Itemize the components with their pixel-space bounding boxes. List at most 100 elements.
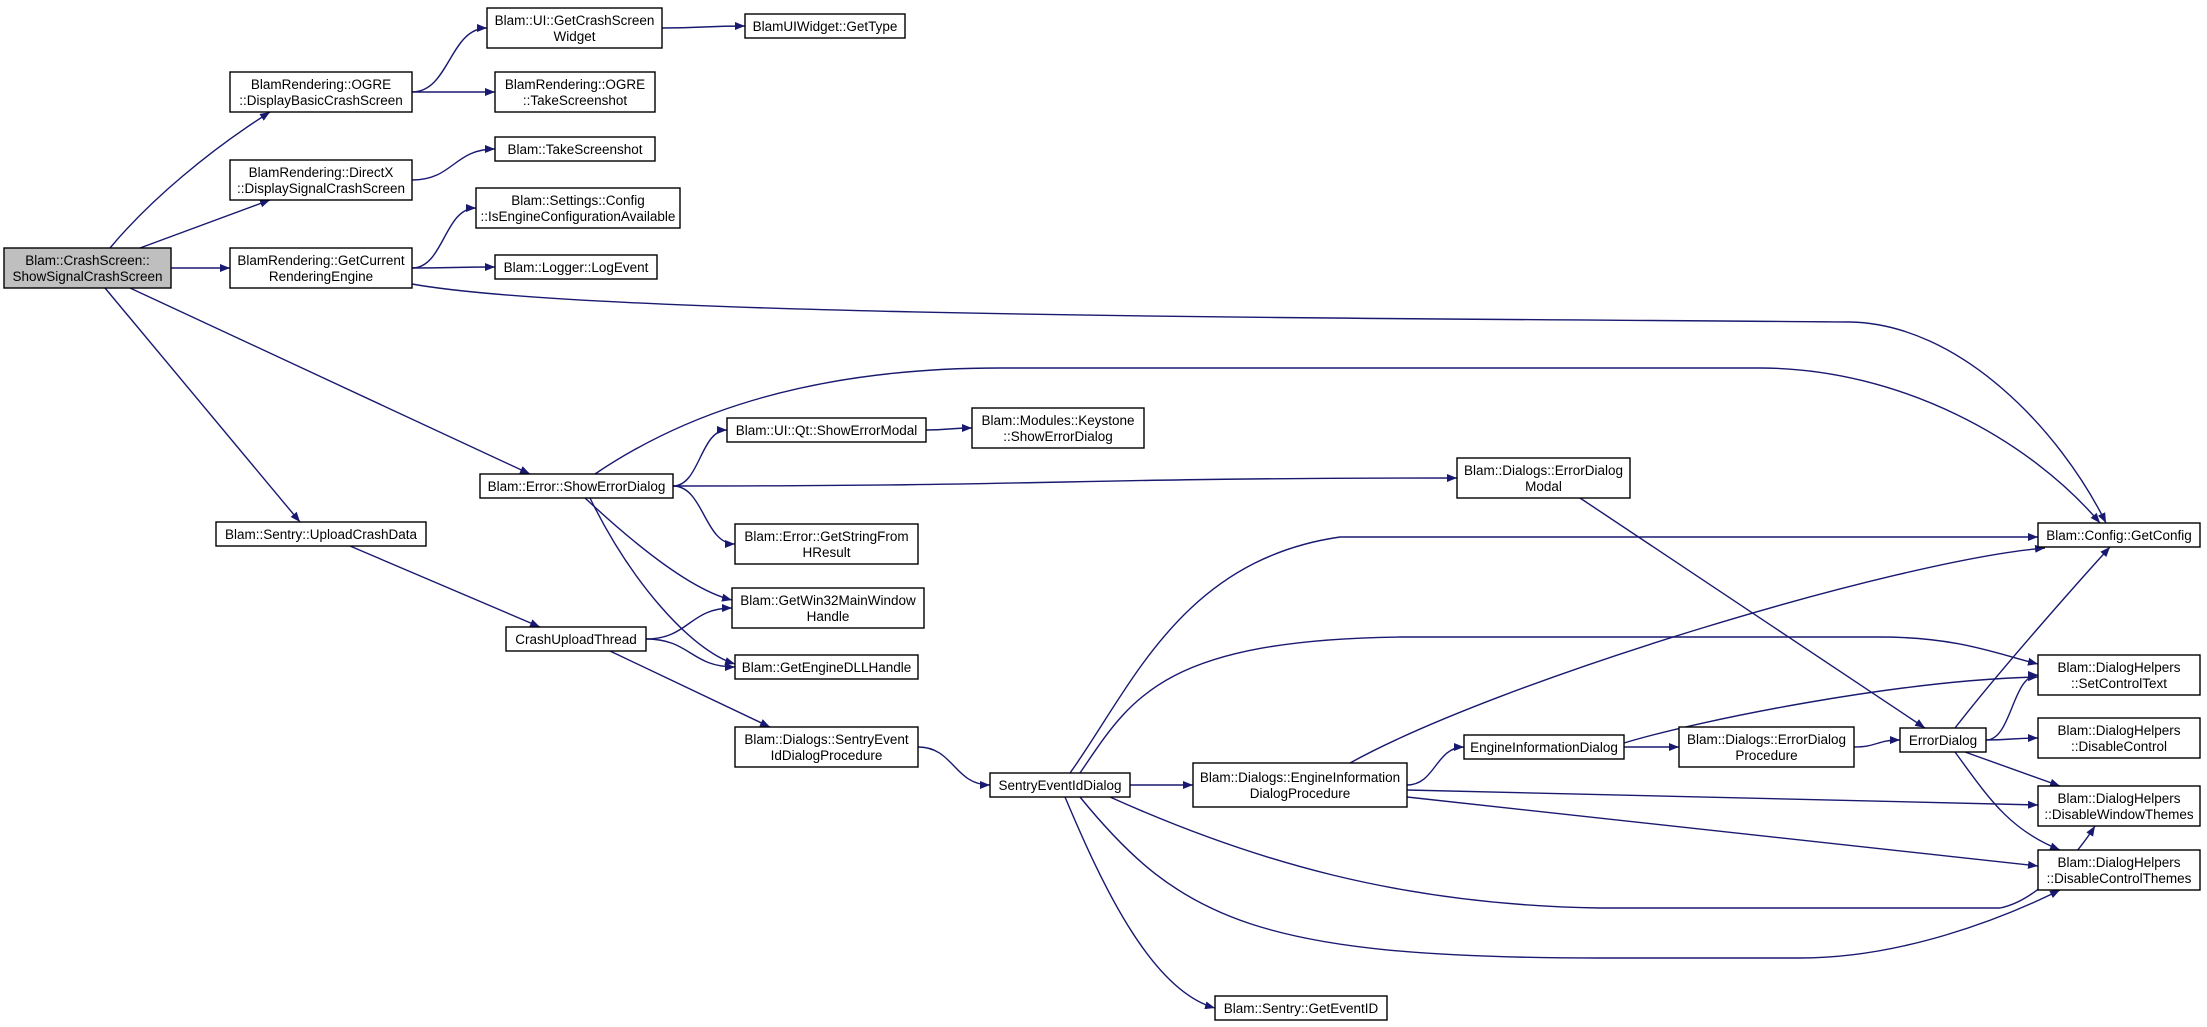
node-dx-display[interactable]: BlamRendering::DirectX::DisplaySignalCra…: [229, 159, 413, 201]
node-label: BlamRendering::OGRE: [251, 77, 391, 92]
node-label: Blam::Dialogs::ErrorDialog: [1687, 732, 1846, 747]
node-label: Blam::DialogHelpers: [2057, 791, 2180, 806]
node-disable-window-themes[interactable]: Blam::DialogHelpers::DisableWindowThemes: [2037, 785, 2201, 827]
node-label: Blam::GetEngineDLLHandle: [742, 660, 912, 675]
node-set-control-text[interactable]: Blam::DialogHelpers::SetControlText: [2037, 654, 2201, 696]
node-label: Blam::Settings::Config: [511, 193, 645, 208]
edge-line: [672, 426, 728, 487]
node-sentry-dialog[interactable]: SentryEventIdDialog: [989, 772, 1131, 798]
edge-line: [104, 287, 301, 523]
edge-show_error_dialog-to-string_hresult: [672, 485, 736, 548]
node-ogre-display[interactable]: BlamRendering::OGRE::DisplayBasicCrashSc…: [229, 71, 413, 113]
node-box: [479, 473, 674, 499]
node-label: EngineInformationDialog: [1470, 740, 1618, 755]
node-label: ::DisplayBasicCrashScreen: [239, 93, 403, 108]
node-label: Blam::CrashScreen::: [25, 253, 150, 268]
edge-line: [1954, 546, 2111, 729]
node-take-screenshot[interactable]: Blam::TakeScreenshot: [494, 136, 656, 162]
node-box: [229, 71, 413, 113]
edge-line: [609, 650, 771, 728]
edge-sentry_dialog-to-set_control_text: [1079, 636, 2039, 774]
edge-error_dialog_proc-to-error_dialog: [1853, 736, 1901, 748]
node-keystone-dialog[interactable]: Blam::Modules::Keystone::ShowErrorDialog: [971, 407, 1145, 449]
edge-line: [672, 485, 736, 548]
node-label: Blam::DialogHelpers: [2057, 855, 2180, 870]
node-label: Blam::TakeScreenshot: [507, 142, 642, 157]
node-disable-control-themes[interactable]: Blam::DialogHelpers::DisableControlTheme…: [2037, 849, 2201, 891]
node-engine-info-proc[interactable]: Blam::Dialogs::EngineInformationDialogPr…: [1192, 762, 1408, 808]
node-box: [215, 521, 427, 547]
edge-line: [584, 497, 733, 602]
edge-line: [411, 263, 496, 272]
edge-engine_info_proc-to-disable_window_themes: [1406, 789, 2039, 809]
node-label: SentryEventIdDialog: [998, 778, 1121, 793]
node-label: Handle: [807, 609, 850, 624]
node-crash-show[interactable]: Blam::CrashScreen::ShowSignalCrashScreen: [3, 247, 172, 289]
node-label: ErrorDialog: [1909, 733, 1977, 748]
node-box: [2037, 785, 2201, 827]
edge-error_dialog-to-get_config: [1954, 546, 2111, 729]
node-label: Blam::GetWin32MainWindow: [740, 593, 916, 608]
node-label: ::DisableControlThemes: [2047, 871, 2192, 886]
edge-line: [1985, 734, 2039, 743]
node-label: Blam::Sentry::GetEventID: [1224, 1001, 1379, 1016]
node-sentry-proc[interactable]: Blam::Dialogs::SentryEventIdDialogProced…: [734, 726, 919, 768]
edge-get_render-to-get_config: [411, 283, 2107, 524]
node-dll-handle[interactable]: Blam::GetEngineDLLHandle: [734, 654, 919, 680]
node-get-config[interactable]: Blam::Config::GetConfig: [2037, 522, 2201, 548]
edge-crash_show-to-ogre_display: [109, 111, 271, 249]
node-label: Blam::Dialogs::EngineInformation: [1200, 770, 1400, 785]
node-layer: Blam::CrashScreen::ShowSignalCrashScreen…: [3, 7, 2201, 1021]
node-label: DialogProcedure: [1250, 786, 1351, 801]
edge-upload_crash-to-crash_upload_thread: [349, 545, 541, 628]
edge-sentry_dialog-to-get_event_id: [1064, 796, 1216, 1010]
node-engine-info-dialog[interactable]: EngineInformationDialog: [1463, 734, 1625, 760]
node-box: [1678, 726, 1855, 768]
node-ogre-screenshot[interactable]: BlamRendering::OGRE::TakeScreenshot: [494, 71, 656, 113]
node-disable-control[interactable]: Blam::DialogHelpers::DisableControl: [2037, 717, 2201, 759]
node-box: [475, 187, 681, 229]
node-label: BlamRendering::DirectX: [249, 165, 394, 180]
node-label: Blam::Error::ShowErrorDialog: [488, 479, 666, 494]
node-label: ShowSignalCrashScreen: [12, 269, 162, 284]
node-qt-modal[interactable]: Blam::UI::Qt::ShowErrorModal: [726, 417, 927, 443]
node-box: [486, 7, 663, 49]
node-box: [734, 654, 919, 680]
node-label: Blam::UI::GetCrashScreen: [495, 13, 655, 28]
node-label: Modal: [1525, 479, 1562, 494]
node-config-avail[interactable]: Blam::Settings::Config::IsEngineConfigur…: [475, 187, 681, 229]
node-box: [494, 71, 656, 113]
node-uiwidget-type[interactable]: BlamUIWidget::GetType: [744, 13, 906, 39]
edge-crash_upload_thread-to-sentry_proc: [609, 650, 771, 728]
node-box: [971, 407, 1145, 449]
edge-line: [349, 545, 541, 628]
edge-crash_upload_thread-to-dll_handle: [645, 638, 736, 671]
node-box: [2037, 849, 2201, 891]
node-show-error-dialog[interactable]: Blam::Error::ShowErrorDialog: [479, 473, 674, 499]
node-error-dialog[interactable]: ErrorDialog: [1899, 727, 1987, 753]
node-upload-crash[interactable]: Blam::Sentry::UploadCrashData: [215, 521, 427, 547]
edge-line: [645, 604, 733, 640]
node-label: BlamRendering::GetCurrent: [237, 253, 405, 268]
node-label: Blam::DialogHelpers: [2057, 723, 2180, 738]
node-box: [229, 247, 413, 289]
node-box: [1463, 734, 1625, 760]
node-label: CrashUploadThread: [515, 632, 637, 647]
edge-engine_info_proc-to-disable_control_themes: [1406, 796, 2039, 869]
edge-dx_display-to-take_screenshot: [411, 145, 496, 181]
node-get-event-id[interactable]: Blam::Sentry::GetEventID: [1214, 995, 1388, 1021]
edge-line: [1349, 544, 2046, 764]
node-label: Blam::Logger::LogEvent: [504, 260, 649, 275]
node-log-event[interactable]: Blam::Logger::LogEvent: [494, 254, 658, 280]
node-box: [1192, 762, 1408, 808]
node-label: Blam::DialogHelpers: [2057, 660, 2180, 675]
edge-line: [1079, 636, 2039, 774]
node-crash-upload-thread[interactable]: CrashUploadThread: [505, 626, 647, 652]
